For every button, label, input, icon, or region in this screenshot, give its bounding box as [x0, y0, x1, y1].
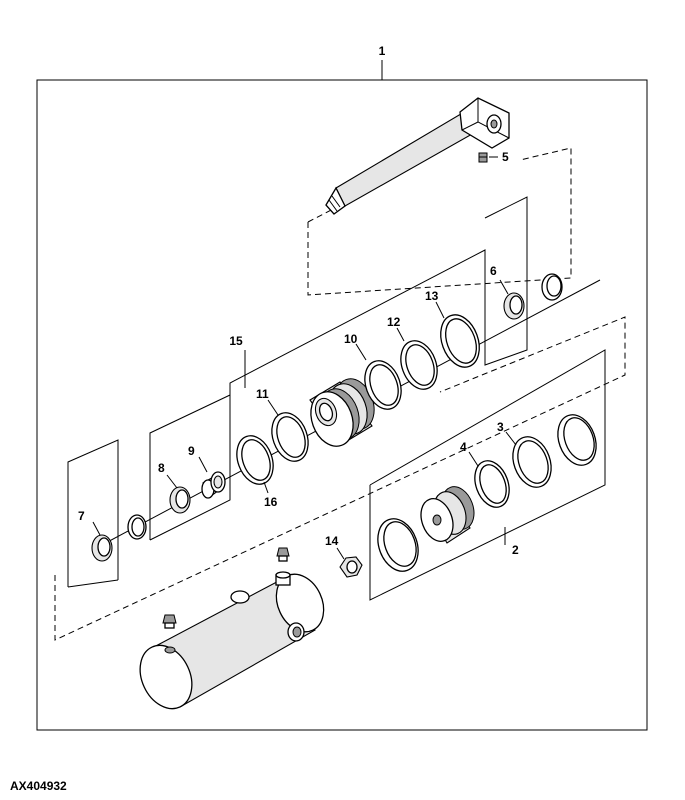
piston — [420, 486, 475, 544]
leader-10 — [355, 343, 367, 361]
callout-4: 4 — [460, 440, 467, 454]
grease-fitting-5 — [478, 152, 488, 163]
leader-14 — [336, 547, 345, 560]
callout-12: 12 — [387, 315, 401, 329]
cylinder-barrel — [139, 571, 325, 710]
seal-ring-3 — [512, 436, 552, 488]
bushing-9 — [201, 471, 226, 499]
o-ring-10 — [364, 360, 402, 410]
callout-2: 2 — [512, 543, 519, 557]
leader-16 — [263, 481, 269, 494]
wear-ring-piston — [377, 518, 419, 572]
o-ring-16 — [236, 435, 274, 485]
kit-15-outline-a — [67, 439, 119, 587]
piston-rod — [325, 97, 510, 215]
callout-3: 3 — [497, 420, 504, 434]
rod-group-outline — [307, 147, 572, 296]
callout-6: 6 — [490, 264, 497, 278]
kit-15-outline-c — [149, 196, 528, 540]
ring-a — [127, 514, 147, 540]
leader-8 — [166, 474, 178, 489]
seal-8 — [169, 486, 191, 514]
assembly-frame — [36, 79, 648, 731]
leader-12 — [396, 327, 405, 342]
leader-9 — [198, 456, 208, 473]
o-ring-13 — [440, 314, 480, 368]
leader-6 — [499, 279, 509, 295]
grease-fitting-end — [162, 614, 177, 629]
callout-9: 9 — [188, 444, 195, 458]
nut-14 — [339, 556, 363, 578]
callout-7: 7 — [78, 509, 85, 523]
o-ring-12 — [400, 340, 438, 390]
wiper-ring — [541, 273, 563, 301]
wear-ring-outer — [557, 414, 597, 466]
piston-kit-2-outline — [369, 349, 606, 601]
seal-7 — [91, 534, 113, 562]
callout-8: 8 — [158, 461, 165, 475]
callout-5: 5 — [502, 150, 509, 164]
o-ring-4 — [474, 460, 510, 508]
leader-13 — [435, 301, 445, 319]
callout-1: 1 — [379, 44, 386, 58]
callout-16: 16 — [264, 495, 278, 509]
callout-10: 10 — [344, 332, 358, 346]
callout-14: 14 — [325, 534, 339, 548]
leader-7 — [92, 521, 101, 536]
leader-3 — [505, 431, 517, 446]
figure-id: AX404932 — [10, 779, 67, 793]
callout-11: 11 — [256, 387, 269, 401]
kit-15-outline-d — [149, 395, 231, 541]
seal-6 — [503, 292, 525, 320]
leader-11 — [267, 399, 279, 416]
grease-fitting-top — [276, 547, 290, 562]
o-ring-11 — [271, 412, 309, 462]
callout-15: 15 — [229, 334, 243, 348]
leader-4 — [468, 451, 479, 467]
cylinder-group-outline — [54, 316, 626, 641]
kit-15-outline-b — [67, 579, 119, 588]
gland — [309, 378, 375, 447]
callout-13: 13 — [425, 289, 439, 303]
